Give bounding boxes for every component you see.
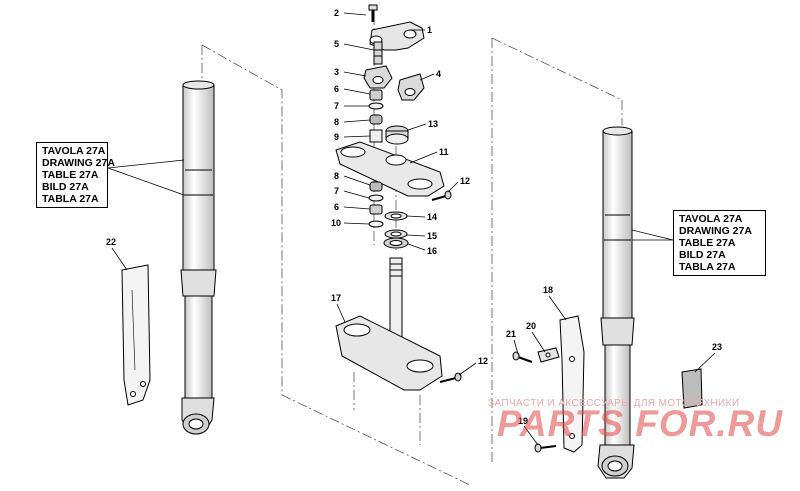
callout-numbers: 2 1 5 3 4 6 7 8 13 9 11 8 12 7 6 14 10 1… [106,8,722,426]
callout-2: 2 [334,8,339,18]
race-15 [384,229,408,239]
reference-line: TABLA 27A [679,261,736,273]
reference-box-left: TAVOLA 27A DRAWING 27A TABLE 27A BILD 27… [36,142,115,208]
callout-7: 7 [334,186,339,196]
cable-clamp-20 [537,347,560,363]
reference-line: TABLE 27A [679,237,736,249]
callout-5: 5 [334,39,339,49]
callout-11: 11 [439,147,449,157]
nut-13 [385,125,409,145]
washer-7b [368,194,384,202]
reference-line: TABLA 27A [42,193,99,205]
callout-16: 16 [427,246,437,256]
right-fork-leg [597,126,635,479]
fork-guard-left-22 [121,264,151,406]
reference-line: BILD 27A [42,181,89,193]
reference-line: TAVOLA 27A [679,213,743,225]
callout-10: 10 [331,218,341,228]
reference-line: TABLE 27A [42,169,99,181]
callout-8: 8 [334,171,339,181]
fork-guard-right-18 [559,315,585,453]
lower-triple-clamp-17 [335,257,443,391]
callout-23: 23 [712,342,722,352]
callout-12: 12 [478,356,488,366]
bearing-16 [383,237,409,249]
reference-line: DRAWING 27A [42,157,115,169]
callout-17: 17 [331,293,341,303]
bolt-12b [439,372,462,383]
bushing-6a [369,89,383,101]
callout-21: 21 [506,329,516,339]
callout-12: 12 [460,176,470,186]
callout-19: 19 [518,416,528,426]
bushing-6b [369,204,383,215]
callout-13: 13 [428,119,438,129]
bolt-5 [373,41,383,65]
callout-6: 6 [334,84,339,94]
callout-22: 22 [106,237,116,247]
callout-8: 8 [334,117,339,127]
bolt-12a [431,190,452,201]
callout-20: 20 [526,321,536,331]
seal-14 [384,211,408,221]
callout-18: 18 [543,285,553,295]
reference-line: BILD 27A [679,249,726,261]
callout-15: 15 [427,231,437,241]
clamp-base-3 [363,65,393,89]
leader-lines [107,12,716,446]
callout-7: 7 [334,101,339,111]
bolt-2 [368,4,378,22]
screw-21 [512,351,533,363]
callout-9: 9 [334,132,339,142]
upper-triple-clamp-11 [335,141,445,197]
callout-6: 6 [334,202,339,212]
reference-line: TAVOLA 27A [42,145,106,157]
rubber-8b [369,181,383,192]
left-fork-leg [180,80,217,435]
rubber-8a [369,114,383,125]
washer-7a [368,102,384,110]
watermark-brand: PARTS FOR.RU [497,403,784,444]
guard-pad-23 [681,368,703,409]
callout-3: 3 [334,67,339,77]
washer-10 [368,220,384,228]
callout-4: 4 [436,69,441,79]
watermark-tagline: ЗАПЧАСТИ И АКСЕССУАРЫ ДЛЯ МОТОТЕХНИКИ [488,398,740,409]
reference-box-right: TAVOLA 27A DRAWING 27A TABLE 27A BILD 27… [673,210,766,276]
callout-14: 14 [427,212,437,222]
spacer-9 [369,129,383,143]
callout-1: 1 [427,25,432,35]
clamp-base-4 [397,73,425,101]
reference-line: DRAWING 27A [679,225,752,237]
screw-19 [534,443,557,453]
